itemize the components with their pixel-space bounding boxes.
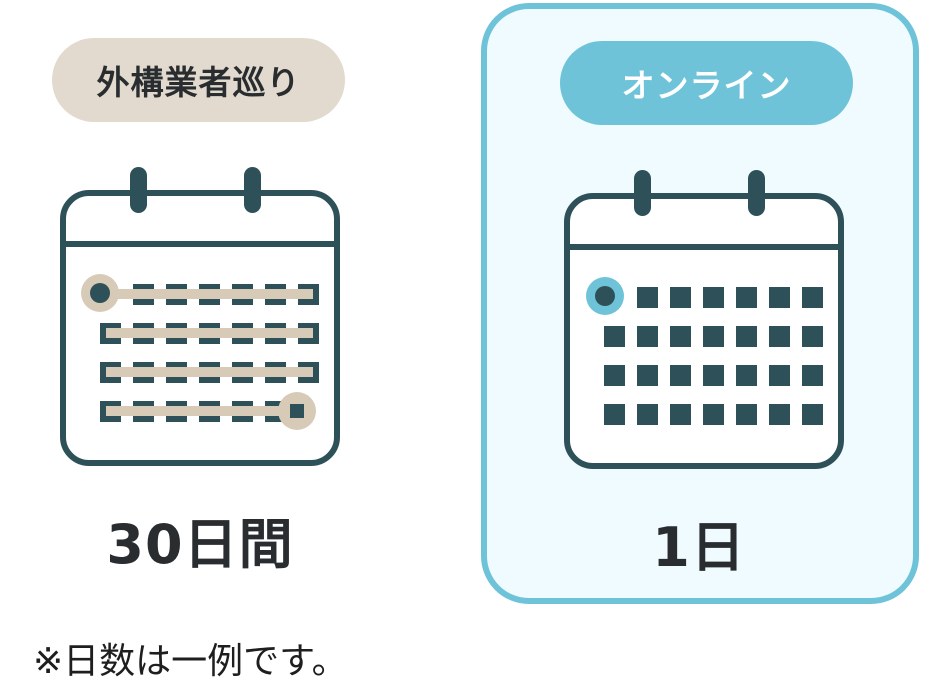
- online-label: オンライン: [560, 41, 853, 125]
- visit-contractors-panel: 外構業者巡り 30日間: [0, 0, 440, 610]
- calendar-spanning-month-icon: [60, 167, 340, 466]
- visit-contractors-duration: 30日間: [106, 513, 294, 576]
- calendar-single-day-icon: [564, 170, 844, 469]
- online-duration: 1日: [652, 516, 746, 579]
- online-panel: オンライン 1日: [481, 3, 919, 604]
- footnote: ※日数は一例です。: [33, 641, 348, 682]
- visit-contractors-label: 外構業者巡り: [52, 38, 345, 122]
